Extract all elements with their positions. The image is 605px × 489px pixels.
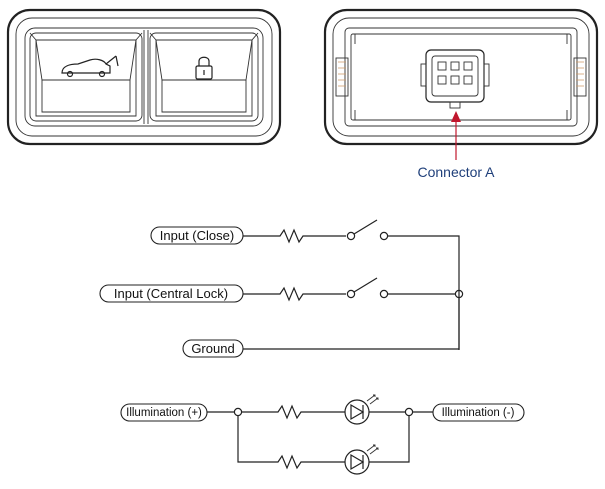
switch-circuit: Input (Close) Input (Central Lock) Groun… — [99, 219, 464, 358]
label-illumination-plus: Illumination (+) — [126, 407, 202, 419]
label-ground: Ground — [191, 341, 234, 356]
connector-a-label: Connector A — [417, 164, 495, 180]
label-input-close: Input (Close) — [160, 228, 234, 243]
switch-front-view — [6, 8, 282, 146]
label-illumination-minus: Illumination (-) — [442, 407, 515, 419]
connector-a — [420, 49, 490, 109]
lock-button — [149, 32, 259, 122]
trunk-button — [29, 32, 143, 122]
car-trunk-open-icon — [61, 55, 119, 78]
switch-rear-view — [323, 8, 599, 146]
led-bottom — [344, 444, 379, 475]
label-input-central-lock: Input (Central Lock) — [114, 286, 228, 301]
illumination-circuit: Illumination (+) Illumination (-) — [120, 394, 525, 475]
led-top — [344, 394, 379, 425]
connector-callout: Connector A — [417, 111, 495, 180]
padlock-icon — [195, 56, 213, 80]
